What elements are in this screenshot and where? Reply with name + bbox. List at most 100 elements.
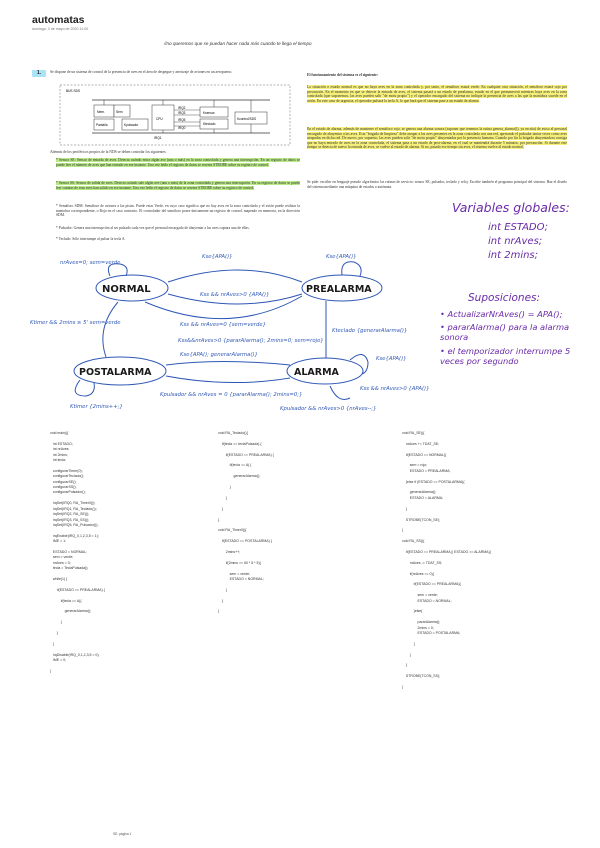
code-line: } — [50, 668, 52, 673]
code-line: int 2mins; — [50, 452, 68, 457]
loop-alarma — [349, 354, 369, 375]
code-line: ESTADO = NORMAL; — [402, 598, 452, 603]
func-title: El funcionamiento del sistema es el sigu… — [307, 73, 378, 77]
code-line: irqSet(IRQ5, RA_Pulsador()); — [50, 522, 99, 527]
svg-text:Sem: Sem — [116, 110, 123, 114]
code-line: generarAlarma(); — [218, 474, 261, 479]
state-machine-diagram: NORMAL PREALARMA POSTALARMA ALARMA nrAve… — [30, 254, 429, 412]
code-line: } — [218, 587, 227, 592]
assumption-1: • ActualizarNrAves() = APA(); — [440, 309, 563, 319]
code-line: void RA_Teclado(){ — [218, 431, 248, 435]
svg-text:IRQ1: IRQ1 — [154, 136, 162, 140]
code-line: } — [402, 663, 408, 668]
code-line: } — [402, 641, 415, 646]
svg-text:Kcontrol/SDS: Kcontrol/SDS — [237, 117, 256, 121]
code-line: int nrAves; — [50, 447, 70, 452]
code-line: configurarPulsador(); — [50, 490, 86, 495]
code-line: nrAves += TDAT_SE; — [402, 441, 440, 446]
code-line: tecla = TeclaPulsada(); — [50, 566, 89, 571]
code-line: nrAves = 0; — [50, 560, 71, 565]
spec-pulsador: * Pulsador: Genera una interrupción al s… — [56, 226, 250, 230]
code-line: if(tecla == teclaPulsada) { — [218, 441, 262, 446]
code-line: sem = rojo; — [402, 463, 428, 468]
code-line: void RA_Timer0(){ — [218, 528, 247, 533]
transition-prealarma-normal — [167, 293, 303, 305]
svg-text:IRQ0: IRQ0 — [178, 126, 186, 130]
loop-alarma-2 — [329, 385, 351, 400]
code-line: } — [218, 517, 220, 522]
code-line: configurarTimer(0); — [50, 468, 83, 473]
code-line: irqSet(IRQ2, RA_SE()); — [50, 512, 90, 517]
code-line: } — [402, 685, 404, 690]
code-line: if(ESTADO == NORMAL){ — [402, 452, 447, 457]
svg-text:nrAves=0; sem=verde: nrAves=0; sem=verde — [60, 260, 121, 266]
spec-intro: Además de los periféricos propios de la … — [50, 150, 167, 154]
code-line: IME = 1; — [50, 539, 67, 544]
svg-text:Ktimer && 2mins ≥ 5' sem=verd: Ktimer && 2mins ≥ 5' sem=verde — [30, 320, 121, 326]
svg-text:Kss&&nrAves>0 {pararAlarma();: Kss&&nrAves>0 {pararAlarma(); 2mins=0; s… — [178, 338, 324, 344]
code-line: } — [218, 598, 224, 603]
func-para-2: En el estado de alarma, además de manten… — [307, 127, 567, 150]
code-line: } — [218, 485, 231, 490]
loop-normal — [107, 263, 128, 277]
globals-title: Variables globales: — [452, 200, 570, 215]
svg-text:ALARMA: ALARMA — [294, 367, 340, 378]
svg-text:Kpulsador: Kpulsador — [124, 123, 139, 127]
code-line: ESTADO = PREALARMA; — [402, 468, 451, 473]
code-line: } — [218, 506, 224, 511]
svg-text:IRQ3: IRQ3 — [178, 111, 186, 115]
hardware-diagram: BUS SDS Mem. Sem Pantalla Kpulsador CPU … — [59, 84, 291, 146]
page-title: automatas — [32, 14, 85, 26]
code-line: if(nrAves == 0){ — [402, 571, 434, 576]
svg-text:Kse{APA()}: Kse{APA()} — [202, 254, 233, 260]
code-line: while(1) { — [50, 576, 68, 581]
code-line: int tecla; — [50, 458, 66, 463]
code-line: irqSet(IRQ3, RA_SS()); — [50, 517, 90, 522]
global-var-nraves: int nrAves; — [488, 236, 543, 247]
code-se-ss: void RA_SE(){ nrAves += TDAT_SE; if(ESTA… — [402, 431, 491, 691]
code-line: ESTADO = ALARMA; — [402, 495, 444, 500]
code-line: void RA_SS(){ — [402, 539, 425, 544]
code-line: ESTADO = NORMAL; — [218, 576, 264, 581]
svg-text:POSTALARMA: POSTALARMA — [79, 367, 152, 378]
svg-text:Ktimer {2mins++;}: Ktimer {2mins++;} — [70, 404, 123, 410]
code-line: nrAves -= TDAT_SS; — [402, 560, 443, 565]
svg-text:PREALARMA: PREALARMA — [306, 284, 372, 295]
code-line: irqSet(IRQ0, RA_Timer0()); — [50, 501, 96, 506]
code-line: if(ESTADO == PREALARMA) { — [218, 452, 274, 457]
code-line: 2mins++; — [218, 549, 241, 554]
code-line: if(ESTADO == PREALARMA) { — [50, 587, 105, 592]
assumption-3: • el temporizador interrumpe 5 veces por… — [440, 346, 571, 366]
svg-text:Ksensor: Ksensor — [203, 111, 216, 115]
code-line: } — [218, 495, 227, 500]
code-line: generarAlarma(); — [402, 490, 437, 495]
code-line: int ESTADO; — [50, 441, 73, 446]
code-line: ESTADO = POSTALARMA; — [402, 631, 461, 636]
code-line: ESTADO = NORMAL; — [50, 549, 87, 554]
code-line: void RA_SE(){ — [402, 431, 425, 435]
code-line: }else{ — [402, 609, 423, 614]
code-line: STROBE(TCON_SE); — [402, 517, 441, 522]
loop-prealarma — [341, 261, 362, 277]
code-line: pararAlarma(); — [402, 620, 441, 625]
code-line: } — [402, 528, 404, 533]
svg-text:Kpulsador && nrAves = 0 {parar: Kpulsador && nrAves = 0 {pararAlarma(); … — [160, 392, 302, 398]
code-line: } — [50, 631, 58, 636]
code-line: void main(){ — [50, 431, 69, 435]
transition-postalarma-alarma — [165, 375, 291, 384]
exercise-number: 1. — [32, 70, 46, 77]
code-line: configurarSE(); — [50, 479, 77, 484]
transition-prealarma-normal-2 — [144, 295, 303, 320]
code-line: if(tecla == A){ — [50, 598, 82, 603]
assumptions-title: Suposiciones: — [468, 292, 541, 304]
svg-text:CPU: CPU — [156, 117, 163, 121]
svg-text:IRQ2: IRQ2 — [178, 106, 186, 110]
transition-postalarma-normal — [102, 301, 119, 358]
svg-text:Kteclado {generarAlarma()}: Kteclado {generarAlarma()} — [332, 328, 407, 334]
code-line: if(tecla == A) { — [218, 463, 252, 468]
code-line: sem = verde; — [218, 571, 250, 576]
svg-text:Kss && nrAves>0 {APA()}: Kss && nrAves>0 {APA()} — [200, 292, 269, 298]
svg-text:NORMAL: NORMAL — [102, 284, 151, 295]
code-line: STROBE(TCON_SS); — [402, 674, 441, 679]
spec-sensor-ss: * Sensor SS: Sensor de salida de aves. D… — [56, 181, 300, 190]
